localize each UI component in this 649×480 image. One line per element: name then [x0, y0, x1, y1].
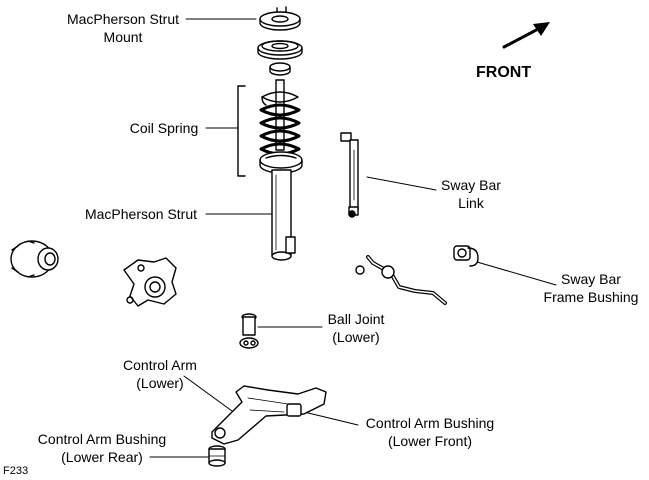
label-bushing-lower-rear-line2: (Lower Rear)	[61, 449, 143, 465]
sway-bar-link-part	[340, 132, 359, 218]
front-arrow	[502, 22, 550, 49]
leader-lines	[149, 18, 557, 458]
label-ball-joint-line2: (Lower)	[332, 329, 380, 345]
front-direction-label: FRONT	[476, 64, 532, 81]
lower-rear-bushing-part	[208, 445, 226, 467]
label-sway-bar-frame-bushing-line2: Frame Bushing	[543, 289, 639, 305]
label-sway-bar-link: Sway Bar Link	[432, 176, 510, 212]
label-bushing-lower-rear: Control Arm Bushing (Lower Rear)	[24, 430, 180, 466]
strut-body-part	[271, 169, 296, 261]
label-ball-joint-line1: Ball Joint	[327, 311, 385, 327]
label-ball-joint: Ball Joint (Lower)	[316, 310, 396, 346]
label-strut-mount-line1: MacPherson Strut	[66, 11, 180, 27]
strut-mount-part	[257, 6, 303, 76]
sway-bar-part	[355, 255, 447, 305]
label-bushing-lower-front: Control Arm Bushing (Lower Front)	[352, 414, 508, 450]
ball-joint-part	[239, 313, 259, 349]
label-strut: MacPherson Strut	[76, 205, 206, 223]
label-strut-mount: MacPherson Strut Mount	[58, 10, 188, 46]
label-strut-line1: MacPherson Strut	[84, 206, 198, 222]
label-strut-mount-line2: Mount	[103, 29, 143, 45]
label-control-arm: Control Arm (Lower)	[112, 356, 208, 392]
label-sway-bar-link-line2: Link	[458, 195, 484, 211]
control-arm-part	[211, 385, 327, 445]
label-sway-bar-frame-bushing: Sway Bar Frame Bushing	[534, 270, 648, 306]
label-control-arm-line1: Control Arm	[123, 357, 197, 373]
coil-spring-part	[259, 79, 303, 174]
label-sway-bar-frame-bushing-line1: Sway Bar	[561, 271, 621, 287]
sway-bar-frame-bushing-part	[453, 245, 479, 267]
coil-spring-bracket	[237, 85, 246, 177]
label-sway-bar-link-line1: Sway Bar	[441, 177, 501, 193]
label-bushing-lower-rear-line1: Control Arm Bushing	[37, 431, 167, 447]
hub-part	[10, 240, 59, 278]
steering-knuckle-part	[123, 257, 177, 307]
label-control-arm-line2: (Lower)	[136, 375, 184, 391]
label-coil-spring: Coil Spring	[122, 119, 206, 137]
label-coil-spring-line1: Coil Spring	[129, 120, 199, 136]
label-bushing-lower-front-line1: Control Arm Bushing	[365, 415, 495, 431]
label-bushing-lower-front-line2: (Lower Front)	[387, 433, 473, 449]
figure-id: F233	[3, 465, 29, 477]
